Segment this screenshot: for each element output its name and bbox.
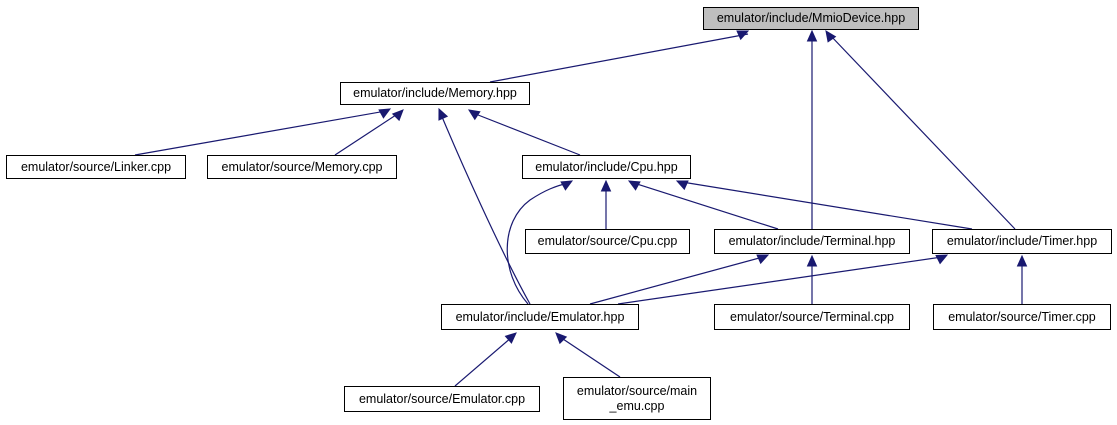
edge-arrowhead: [806, 254, 818, 267]
edge-arrowhead: [555, 332, 568, 345]
node-label-line2: _emu.cpp: [609, 398, 665, 413]
edge-timer_h-to-cpu_h: [675, 180, 973, 230]
node-main-emu-cpp[interactable]: emulator/source/main _emu.cpp: [563, 377, 711, 420]
edge-emulator_h-to-terminal_h: [589, 254, 770, 305]
edge-memory_h-to-mmio: [489, 30, 750, 83]
node-label: emulator/include/Cpu.hpp: [535, 159, 678, 174]
node-timer-hpp[interactable]: emulator/include/Timer.hpp: [932, 229, 1112, 254]
node-label: emulator/include/Memory.hpp: [353, 86, 517, 100]
edge-arrowhead: [438, 107, 449, 121]
edge-arrowhead: [600, 179, 612, 192]
edge-cpu_h-to-memory_h: [467, 109, 581, 156]
node-label: emulator/source/Emulator.cpp: [358, 391, 526, 406]
edge-memory_c-to-memory_h: [334, 109, 404, 156]
node-label: emulator/include/Terminal.hpp: [728, 234, 896, 248]
node-terminal-hpp[interactable]: emulator/include/Terminal.hpp: [714, 229, 910, 254]
node-label-line1: emulator/source/main: [576, 383, 698, 398]
node-label: emulator/include/Emulator.hpp: [455, 309, 625, 324]
edge-emulator_h-to-cpu_h: [506, 180, 574, 305]
node-label: emulator/include/MmioDevice.hpp: [716, 11, 906, 25]
edge-arrowhead: [756, 254, 770, 265]
edge-arrowhead: [1016, 254, 1028, 267]
node-label: emulator/source/Terminal.cpp: [730, 309, 894, 324]
node-memory-cpp[interactable]: emulator/source/Memory.cpp: [207, 155, 397, 179]
edge-arrowhead: [378, 108, 392, 119]
node-cpu-hpp[interactable]: emulator/include/Cpu.hpp: [522, 155, 691, 179]
edge-terminal_c-to-terminal_h: [806, 254, 818, 304]
node-memory-hpp[interactable]: emulator/include/Memory.hpp: [340, 82, 530, 105]
edge-arrowhead: [806, 29, 818, 42]
node-label: emulator/source/Memory.cpp: [221, 159, 383, 174]
edge-linker-to-memory_h: [134, 108, 392, 156]
edge-arrowhead: [736, 30, 750, 41]
node-label: emulator/source/Timer.cpp: [948, 309, 1096, 324]
edge-arrowhead: [467, 109, 481, 121]
edge-arrowhead: [391, 109, 404, 122]
edge-terminal_h-to-cpu_h: [627, 180, 779, 230]
edge-arrowhead: [504, 332, 517, 344]
node-label: emulator/include/Timer.hpp: [946, 234, 1098, 248]
edge-arrowhead: [675, 180, 689, 191]
node-terminal-cpp[interactable]: emulator/source/Terminal.cpp: [714, 304, 910, 330]
edge-arrowhead: [560, 180, 574, 191]
edge-timer_c-to-timer_h: [1016, 254, 1028, 304]
node-timer-cpp[interactable]: emulator/source/Timer.cpp: [933, 304, 1111, 330]
edge-arrowhead: [935, 254, 949, 265]
edge-emulator_c-to-emulator_h: [454, 332, 517, 387]
node-linker-cpp[interactable]: emulator/source/Linker.cpp: [6, 155, 186, 179]
edge-terminal_h-to-mmio: [806, 29, 818, 229]
edge-arrowhead: [825, 30, 837, 43]
edge-main_emu-to-emulator_h: [555, 332, 621, 378]
node-label: emulator/source/Linker.cpp: [20, 159, 172, 174]
edge-emulator_h-to-timer_h: [617, 254, 949, 305]
edge-cpu_c-to-cpu_h: [600, 179, 612, 229]
node-emulator-hpp[interactable]: emulator/include/Emulator.hpp: [441, 304, 639, 330]
edge-timer_h-to-mmio: [825, 30, 1016, 230]
node-label: emulator/source/Cpu.cpp: [537, 234, 678, 248]
node-cpu-cpp[interactable]: emulator/source/Cpu.cpp: [525, 229, 690, 254]
edge-arrowhead: [627, 180, 641, 191]
edge-emulator_h-to-memory_h: [438, 107, 531, 305]
node-emulator-cpp[interactable]: emulator/source/Emulator.cpp: [344, 386, 540, 412]
node-mmio-device-hpp: emulator/include/MmioDevice.hpp: [703, 7, 919, 30]
